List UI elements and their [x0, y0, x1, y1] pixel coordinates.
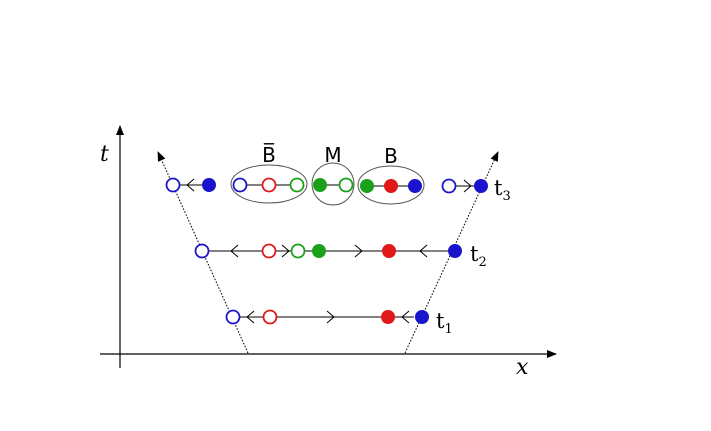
blue-antiquark-open [194, 243, 210, 259]
right-arrow-chevron [463, 179, 472, 193]
baryon-label: B [384, 144, 398, 168]
red-antiquark-open [261, 243, 277, 259]
row-t3: B̅ M B t3 [165, 142, 511, 206]
blue-quark-filled [408, 179, 422, 193]
green-antiquark-open [290, 243, 306, 259]
x-axis-label: x [516, 355, 529, 380]
antibaryon-label: B̅ [262, 142, 276, 167]
left-arrow-chevron [186, 178, 195, 192]
blue-antiquark-open [232, 177, 248, 193]
blue-quark-filled [415, 310, 429, 324]
meson-ellipse [311, 162, 355, 206]
green-quark-filled [312, 244, 326, 258]
red-quark-filled [382, 244, 396, 258]
blue-quark-filled [448, 244, 462, 258]
blue-antiquark-open [441, 178, 457, 194]
green-antiquark-open [289, 177, 305, 193]
blue-antiquark-open [165, 177, 181, 193]
red-antiquark-open [262, 309, 278, 325]
left-arrow-chevron [419, 244, 428, 258]
left-arrow-chevron [230, 244, 239, 258]
left-arrow-chevron [246, 310, 255, 324]
row-t1: t1 [225, 309, 453, 337]
green-quark-filled [360, 179, 374, 193]
time-label-t1: t1 [436, 309, 453, 337]
blue-quark-filled [474, 179, 488, 193]
right-arrow-chevron [326, 310, 335, 324]
red-quark-filled [384, 179, 398, 193]
row-t2: t2 [194, 242, 487, 270]
right-arrow-chevron [281, 244, 290, 258]
right-arrow-chevron [354, 244, 363, 258]
blue-quark-filled [202, 178, 216, 192]
red-quark-filled [381, 310, 395, 324]
green-antiquark-open [338, 177, 354, 193]
t-axis-label: t [100, 142, 109, 167]
red-antiquark-open [261, 177, 277, 193]
antibaryon-ellipse [230, 164, 308, 204]
meson-label: M [324, 143, 341, 167]
blue-antiquark-open [225, 309, 241, 325]
left-arrow-chevron [401, 310, 410, 324]
time-label-t3: t3 [494, 176, 511, 204]
green-quark-filled [313, 178, 327, 192]
baryon-ellipse [357, 165, 425, 205]
time-label-t2: t2 [470, 242, 487, 270]
